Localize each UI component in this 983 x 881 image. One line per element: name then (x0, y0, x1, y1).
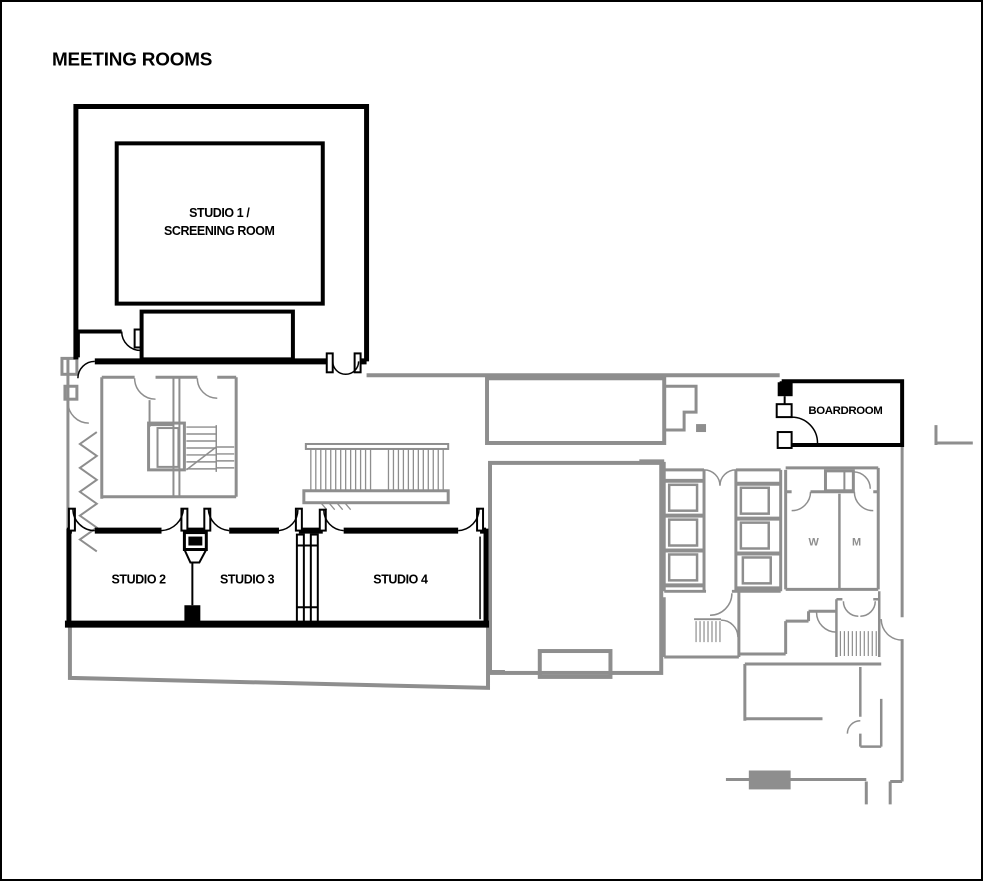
exterior-wall-right (880, 425, 973, 782)
service-nook (664, 384, 707, 433)
studio-1-stage (139, 309, 295, 362)
mens-restroom-label: M (852, 537, 861, 549)
studio-1-label-line-2: SCREENING ROOM (164, 224, 275, 238)
door-leaf (203, 507, 212, 532)
lower-right-rooms (743, 662, 883, 748)
studio-doors (67, 507, 485, 532)
door-arc (720, 619, 739, 638)
stairwell-block (100, 375, 238, 499)
cloakroom-rack (302, 442, 450, 511)
door-arc (133, 378, 218, 400)
studio-1-vestibule (75, 328, 142, 358)
partition-studio-2-3 (182, 531, 208, 622)
studio-1-room (114, 141, 325, 306)
double-door-arcs (703, 469, 736, 486)
elevator-car (667, 483, 699, 512)
stairs-treads (185, 425, 235, 472)
secondary-stairwell (738, 591, 881, 658)
door-leaf (180, 507, 189, 532)
door-leaf (133, 328, 142, 349)
elevator-car (739, 521, 770, 550)
boardroom-label: BOARDROOM (808, 405, 882, 417)
studios-block: STUDIO 2 STUDIO 3 STUDIO 4 (64, 507, 490, 628)
door-leaf (294, 507, 303, 532)
room-boardroom: BOARDROOM (775, 379, 905, 449)
door-arc (815, 612, 837, 633)
studio-1-label-line-1: STUDIO 1 / (189, 206, 250, 220)
elevator-car (741, 556, 772, 585)
terrace-outline (67, 627, 505, 690)
womens-restroom-label: W (809, 537, 820, 549)
door-arc (791, 416, 819, 444)
restrooms: W M (784, 466, 880, 591)
door-arc (846, 719, 861, 734)
elevator-bank (662, 461, 783, 659)
door-arc (458, 508, 480, 532)
double-door-south (325, 352, 362, 376)
door-arc (278, 509, 299, 532)
door-arc (77, 360, 95, 379)
door-arc (791, 491, 874, 512)
door-leaf (353, 352, 362, 374)
secondary-structure: W M (60, 356, 973, 805)
door-arc (709, 593, 733, 616)
small-stairs (694, 618, 739, 643)
elevator-car (667, 518, 699, 547)
elevator-car (739, 486, 770, 515)
coat-hooks-zigzag (78, 431, 99, 553)
door-leaf (67, 507, 76, 532)
door-arc (72, 508, 95, 532)
door-leaf (476, 507, 485, 532)
door-leaf (318, 508, 327, 532)
elevator-shaft (147, 421, 186, 472)
partition-studio-3-4 (295, 533, 319, 624)
door-arc (161, 508, 185, 532)
room-studio-1-screening: STUDIO 1 / SCREENING ROOM (73, 104, 370, 379)
door-arc (331, 361, 360, 376)
studio-3-label: STUDIO 3 (220, 572, 275, 586)
double-door-arcs (842, 601, 876, 617)
closet (823, 469, 855, 493)
escalator (748, 770, 791, 790)
left-exterior-wall (60, 356, 89, 529)
door-arc (853, 471, 872, 489)
door-arc (67, 402, 89, 424)
entry-walkway (725, 770, 903, 805)
door-arc (323, 509, 344, 532)
door-arc (207, 508, 230, 532)
studio-4-label: STUDIO 4 (373, 572, 428, 586)
studio-2-label: STUDIO 2 (112, 572, 167, 586)
page-title: MEETING ROOMS (52, 50, 212, 71)
elevator-car (667, 553, 699, 582)
door-leaf (325, 352, 334, 374)
door-arc (880, 619, 903, 641)
corridor-room (485, 376, 667, 445)
reception-desk (537, 649, 613, 679)
lobby-room (488, 459, 665, 679)
door-arc (120, 331, 141, 352)
